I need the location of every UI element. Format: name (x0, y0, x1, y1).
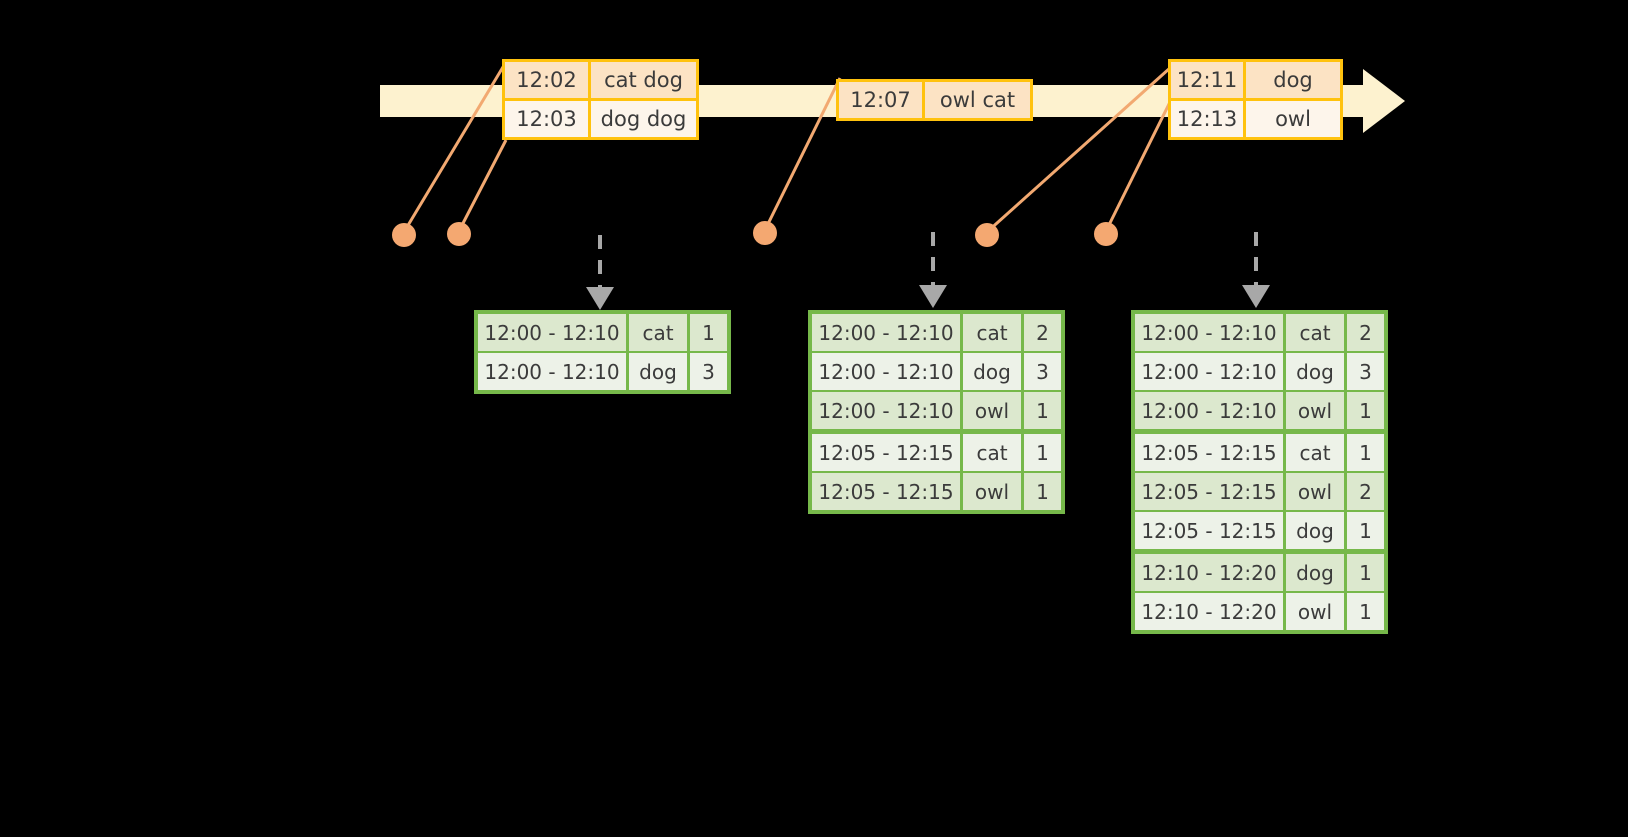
event-row: 12:13 owl (1171, 98, 1340, 137)
event-time: 12:02 (505, 62, 588, 98)
cell-window: 12:00 - 12:10 (812, 314, 960, 351)
cell-word: owl (1286, 392, 1344, 429)
cell-window: 12:10 - 12:20 (1135, 593, 1283, 630)
cell-word: dog (1286, 554, 1344, 591)
event-time: 12:03 (505, 101, 588, 137)
cell-word: owl (1286, 593, 1344, 630)
cell-word: cat (629, 314, 687, 351)
event-dot-5 (1094, 222, 1118, 246)
event-box-3[interactable]: 12:11 dog 12:13 owl (1168, 59, 1343, 140)
event-row: 12:03 dog dog (505, 98, 696, 137)
cell-word: dog (629, 353, 687, 390)
cell-word: dog (1286, 353, 1344, 390)
cell-count: 3 (690, 353, 727, 390)
cell-count: 1 (1347, 434, 1384, 471)
cell-window: 12:00 - 12:10 (812, 353, 960, 390)
dashed-arrow-head-2 (919, 285, 947, 308)
cell-word: cat (963, 314, 1021, 351)
cell-count: 1 (1024, 434, 1061, 471)
cell-window: 12:00 - 12:10 (1135, 353, 1283, 390)
cell-count: 3 (1024, 353, 1061, 390)
event-time: 12:13 (1171, 101, 1243, 137)
cell-window: 12:00 - 12:10 (1135, 392, 1283, 429)
cell-window: 12:05 - 12:15 (1135, 434, 1283, 471)
timeline-arrow-head (1363, 69, 1405, 133)
event-words: dog dog (588, 101, 696, 137)
cell-window: 12:05 - 12:15 (1135, 512, 1283, 549)
cell-count: 2 (1024, 314, 1061, 351)
event-row: 12:11 dog (1171, 62, 1340, 98)
event-words: owl (1243, 101, 1340, 137)
cell-count: 2 (1347, 314, 1384, 351)
event-dot-1 (392, 223, 416, 247)
cell-window: 12:00 - 12:10 (478, 353, 626, 390)
cell-word: cat (1286, 314, 1344, 351)
cell-count: 1 (1024, 392, 1061, 429)
cell-window: 12:05 - 12:15 (812, 473, 960, 510)
event-row: 12:02 cat dog (505, 62, 696, 98)
dashed-arrow-head-3 (1242, 285, 1270, 308)
cell-window: 12:00 - 12:10 (812, 392, 960, 429)
event-dot-group (392, 221, 1118, 247)
cell-count: 1 (1347, 392, 1384, 429)
event-time: 12:11 (1171, 62, 1243, 98)
cell-window: 12:10 - 12:20 (1135, 554, 1283, 591)
cell-word: dog (1286, 512, 1344, 549)
event-words: owl cat (922, 82, 1030, 118)
cell-count: 1 (1347, 593, 1384, 630)
event-dot-4 (975, 223, 999, 247)
cell-count: 1 (1347, 554, 1384, 591)
event-box-2[interactable]: 12:07 owl cat (836, 79, 1033, 121)
cell-word: owl (963, 473, 1021, 510)
cell-word: dog (963, 353, 1021, 390)
cell-count: 2 (1347, 473, 1384, 510)
cell-window: 12:00 - 12:10 (1135, 314, 1283, 351)
event-time: 12:07 (839, 82, 922, 118)
event-row: 12:07 owl cat (839, 82, 1030, 118)
cell-window: 12:05 - 12:15 (812, 434, 960, 471)
cell-word: cat (1286, 434, 1344, 471)
cell-count: 1 (1024, 473, 1061, 510)
cell-word: owl (1286, 473, 1344, 510)
event-words: dog (1243, 62, 1340, 98)
cell-word: cat (963, 434, 1021, 471)
event-dot-2 (447, 222, 471, 246)
dashed-arrow-head-1 (586, 287, 614, 310)
event-words: cat dog (588, 62, 696, 98)
event-dot-3 (753, 221, 777, 245)
cell-window: 12:05 - 12:15 (1135, 473, 1283, 510)
event-box-1[interactable]: 12:02 cat dog 12:03 dog dog (502, 59, 699, 140)
cell-count: 3 (1347, 353, 1384, 390)
cell-window: 12:00 - 12:10 (478, 314, 626, 351)
cell-word: owl (963, 392, 1021, 429)
cell-count: 1 (690, 314, 727, 351)
cell-count: 1 (1347, 512, 1384, 549)
